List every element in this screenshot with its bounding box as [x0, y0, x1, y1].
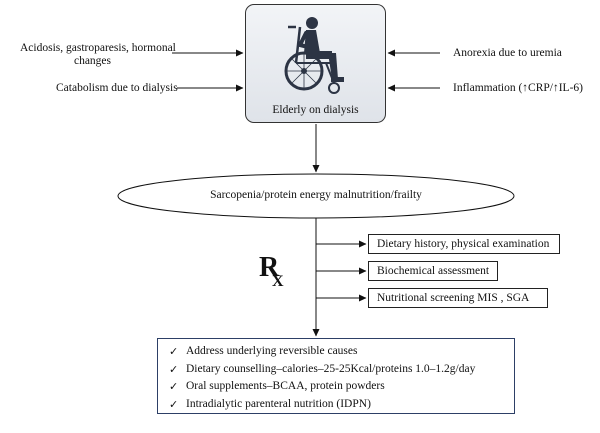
assessment-dietary-label: Dietary history, physical examination [377, 238, 550, 250]
interventions-box: ✓ Address underlying reversible causes ✓ D… [157, 338, 515, 414]
intervention-text: Address underlying reversible causes [186, 345, 358, 357]
check-icon: ✓ [169, 397, 179, 411]
right-factor-anorexia: Anorexia due to uremia [453, 47, 562, 59]
rx-letter-x: X [272, 273, 284, 288]
left-factor-catabolism: Catabolism due to dialysis [56, 82, 178, 94]
check-icon: ✓ [169, 380, 179, 394]
right-factor-inflammation: Inflammation (↑CRP/↑IL-6) [453, 82, 583, 94]
rx-letter-r: R [259, 252, 280, 283]
intervention-item: ✓ Intradialytic parenteral nutrition (IDP… [169, 396, 514, 414]
center-caption: Elderly on dialysis [272, 104, 359, 116]
wheelchair-person-icon [284, 17, 344, 94]
assessment-biochemical-label: Biochemical assessment [377, 265, 490, 277]
assessment-box-screening: Nutritional screening MIS , SGA [368, 288, 548, 308]
intervention-item: ✓ Dietary counselling–calories–25-25Kcal/… [169, 361, 514, 379]
left-factor-acidosis-line1: Acidosis, gastroparesis, hormonal [20, 42, 176, 54]
elderly-on-dialysis-box: Elderly on dialysis [245, 4, 386, 123]
left-factor-acidosis-line2: changes [73, 55, 112, 67]
rx-symbol-icon: R X [259, 252, 284, 288]
check-icon: ✓ [169, 362, 179, 376]
interventions-list: ✓ Address underlying reversible causes ✓ D… [169, 343, 514, 414]
intervention-text: Dietary counselling–calories–25-25Kcal/p… [186, 362, 476, 375]
intervention-text: Oral supplements–BCAA, protein powders [186, 380, 385, 393]
assessment-screening-label: Nutritional screening MIS , SGA [377, 292, 530, 304]
check-icon: ✓ [169, 345, 179, 358]
intervention-item: ✓ Address underlying reversible causes [169, 343, 514, 361]
left-factor-acidosis: Acidosis, gastroparesis, hormonal change… [20, 42, 176, 68]
intervention-text: Intradialytic parenteral nutrition (IDPN… [186, 397, 371, 410]
sarcopenia-label: Sarcopenia/protein energy malnutrition/f… [210, 189, 422, 201]
assessment-box-dietary: Dietary history, physical examination [368, 234, 560, 254]
assessment-box-biochemical: Biochemical assessment [368, 261, 498, 281]
intervention-item: ✓ Oral supplements–BCAA, protein powders [169, 378, 514, 396]
